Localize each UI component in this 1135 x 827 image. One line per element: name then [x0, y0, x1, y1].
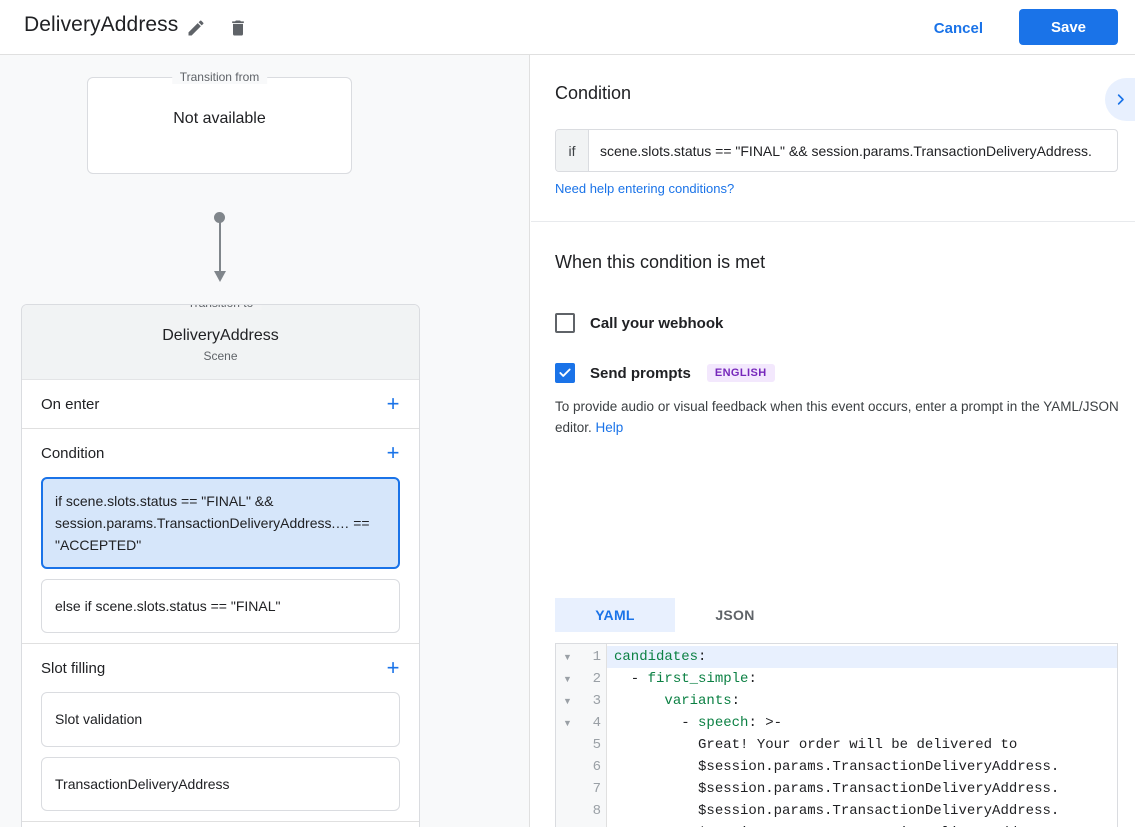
yaml-key: variants [664, 693, 732, 709]
detail-panel: Condition if Need help entering conditio… [531, 55, 1135, 827]
code-line[interactable]: candidates: [607, 646, 1117, 668]
code-fold-toggle [556, 822, 579, 827]
transition-from-legend: Transition from [171, 70, 268, 84]
cancel-button[interactable]: Cancel [922, 12, 995, 44]
code-line-number: 3 [592, 693, 601, 709]
condition-if-prefix: if [556, 130, 589, 171]
code-fold-gutter[interactable]: ▼ ▼ ▼ ▼ [556, 644, 579, 827]
send-prompts-label: Send prompts [590, 364, 691, 382]
send-prompts-checkbox[interactable] [555, 363, 575, 383]
condition-item[interactable]: else if scene.slots.status == "FINAL" [41, 579, 400, 634]
code-line[interactable]: - first_simple: [614, 671, 757, 687]
condition-heading: Condition [555, 83, 632, 103]
code-line-number: 9 [579, 822, 601, 827]
connector-line [219, 218, 221, 273]
prompt-help-link[interactable]: Help [595, 420, 624, 436]
transition-from-value: Not available [173, 110, 266, 127]
yaml-code-editor[interactable]: ▼▼▼▼ 12345678910 candidates: - first_sim… [555, 643, 1118, 827]
chevron-right-icon[interactable] [1105, 78, 1135, 121]
pencil-icon[interactable] [182, 14, 210, 42]
section-custom-intent-handling: Custom intent handling + [22, 821, 419, 827]
transition-to-title: DeliveryAddress [162, 327, 279, 344]
code-line-number: 4 [592, 715, 601, 731]
section-header-custom-intent-handling: Custom intent handling + [22, 822, 419, 827]
section-title: On enter [41, 395, 100, 413]
code-line-number-gutter: 12345678910 [579, 644, 607, 827]
connector-arrow-icon [214, 271, 226, 282]
code-line[interactable]: $session.params.TransactionDeliveryAddre… [614, 759, 1060, 775]
condition-input-wrapper[interactable]: if [555, 129, 1118, 172]
trash-icon[interactable] [224, 14, 252, 42]
tab-yaml[interactable]: YAML [555, 598, 675, 632]
code-line[interactable]: $session.params.TransactionDeliveryAddre… [614, 803, 1060, 819]
yaml-punctuation: : [731, 693, 741, 709]
add-slot-filling-button[interactable]: + [386, 655, 400, 681]
transition-sidebar: Transition from Not available Transition… [0, 55, 530, 827]
editor-format-tabs: YAML JSON [555, 598, 795, 632]
when-met-heading: When this condition is met [555, 252, 766, 272]
page-title: DeliveryAddress [24, 13, 179, 36]
transition-to-legend: Transition to [179, 304, 262, 310]
condition-help-link[interactable]: Need help entering conditions? [555, 181, 735, 196]
call-webhook-row[interactable]: Call your webhook [555, 313, 723, 333]
section-condition: Condition + if scene.slots.status == "FI… [22, 429, 419, 645]
code-fold-toggle[interactable]: ▼ [563, 652, 572, 662]
transition-to-card: Transition to DeliveryAddress Scene On e… [21, 304, 420, 827]
prompt-description-text: To provide audio or visual feedback when… [555, 399, 1119, 436]
code-fold-toggle [556, 734, 579, 756]
code-fold-toggle[interactable]: ▼ [563, 696, 572, 706]
code-line[interactable]: $session.params.TransactionDeliveryAddre… [614, 781, 1060, 797]
save-button[interactable]: Save [1019, 9, 1118, 45]
code-content-area[interactable]: candidates: - first_simple: variants: - … [607, 644, 1117, 827]
section-title: Slot filling [41, 659, 106, 677]
code-fold-toggle[interactable]: ▼ [563, 674, 572, 684]
connector-dot-icon [214, 212, 225, 223]
yaml-key: candidates [614, 649, 699, 665]
transition-to-subtitle: Scene [203, 349, 238, 363]
condition-item-selected[interactable]: if scene.slots.status == "FINAL" && sess… [41, 477, 400, 570]
code-line-number: 2 [592, 671, 601, 687]
add-condition-button[interactable]: + [386, 440, 400, 465]
app-header: DeliveryAddress Cancel Save [0, 0, 1135, 55]
section-header-on-enter: On enter + [22, 380, 419, 428]
code-line[interactable]: $session.params.TransactionDeliveryAddre… [607, 822, 1117, 827]
code-fold-toggle [556, 778, 579, 800]
code-fold-toggle [556, 756, 579, 778]
section-title: Condition [41, 444, 105, 462]
section-header-slot-filling: Slot filling + [22, 644, 419, 692]
condition-editor-section: Condition if Need help entering conditio… [531, 55, 1135, 222]
code-line-number: 5 [592, 737, 601, 753]
code-line-number: 1 [592, 649, 601, 665]
section-slot-filling: Slot filling + Slot validation Transacti… [22, 644, 419, 822]
language-badge: ENGLISH [706, 364, 775, 382]
slot-item-transaction-delivery-address[interactable]: TransactionDeliveryAddress [41, 756, 400, 811]
condition-input[interactable] [589, 130, 1117, 171]
code-line-number: 8 [592, 803, 601, 819]
transition-from-card[interactable]: Transition from Not available [87, 70, 352, 174]
call-webhook-checkbox[interactable] [555, 313, 575, 333]
yaml-key: speech [698, 715, 749, 731]
add-on-enter-button[interactable]: + [386, 391, 400, 416]
code-line[interactable]: Great! Your order will be delivered to [614, 737, 1018, 753]
yaml-punctuation: : [748, 671, 757, 687]
code-line[interactable]: - speech: >- [614, 715, 783, 731]
send-prompts-row[interactable]: Send prompts ENGLISH [555, 363, 775, 383]
section-on-enter: On enter + [22, 380, 419, 429]
yaml-punctuation: : [698, 649, 707, 665]
prompt-description: To provide audio or visual feedback when… [555, 396, 1120, 439]
yaml-punctuation: : >- [748, 715, 783, 731]
slot-validation-item[interactable]: Slot validation [41, 692, 400, 747]
tab-json[interactable]: JSON [715, 607, 755, 623]
code-line[interactable]: variants: [607, 690, 1117, 712]
code-line-number: 6 [592, 759, 601, 775]
transition-to-header[interactable]: Transition to DeliveryAddress Scene [22, 304, 419, 380]
code-fold-toggle[interactable]: ▼ [563, 718, 572, 728]
code-line-number: 7 [592, 781, 601, 797]
yaml-key: first_simple [647, 671, 749, 687]
section-header-condition: Condition + [22, 429, 419, 477]
call-webhook-label: Call your webhook [590, 314, 724, 332]
code-fold-toggle [556, 800, 579, 822]
